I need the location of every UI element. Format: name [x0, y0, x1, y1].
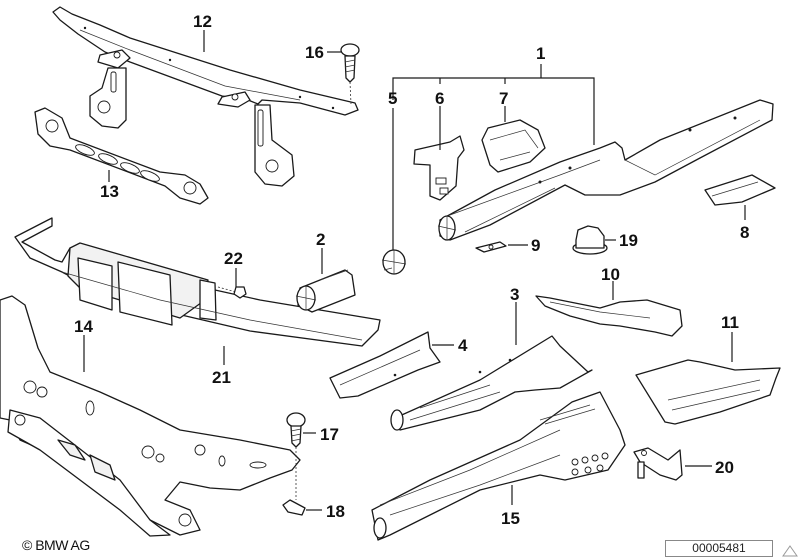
part-10-wheel-arch-reinforcement[interactable]: [535, 295, 683, 337]
part-19-rubber-buffer[interactable]: [572, 225, 608, 255]
copyright-notice: © BMW AG: [22, 537, 90, 553]
callout-22[interactable]: 22: [224, 249, 243, 268]
part-2-bumper-carrier-tube[interactable]: [295, 269, 356, 313]
part-12-upper-cross-member[interactable]: [52, 6, 359, 187]
part-21-grille-carrier[interactable]: [14, 217, 381, 347]
callout-12[interactable]: 12: [193, 12, 212, 31]
callout-20[interactable]: 20: [715, 458, 734, 477]
callout-9[interactable]: 9: [531, 236, 540, 255]
callout-15[interactable]: 15: [501, 509, 520, 528]
callout-5[interactable]: 5: [388, 89, 397, 108]
vent-slots: [539, 404, 596, 425]
part-15-side-member-right[interactable]: [371, 391, 626, 541]
leader-lines: [83, 30, 746, 511]
callout-8[interactable]: 8: [740, 223, 749, 242]
callout-18[interactable]: 18: [326, 502, 345, 521]
callout-2[interactable]: 2: [316, 230, 325, 249]
callout-4[interactable]: 4: [458, 336, 468, 355]
part-17-screw[interactable]: [286, 412, 306, 500]
part-6-bracket-plate[interactable]: [413, 135, 465, 201]
callout-21[interactable]: 21: [212, 368, 231, 387]
part-9-washer[interactable]: [475, 241, 507, 253]
part-1-side-member-assembly[interactable]: [437, 99, 774, 241]
callout-11[interactable]: 11: [721, 313, 739, 332]
part-5-bumper-mount-clip[interactable]: [381, 249, 407, 275]
warning-triangle-icon: [782, 545, 798, 557]
part-4-side-member-front-section[interactable]: [329, 331, 441, 399]
part-7-mount-bracket-box[interactable]: [481, 119, 546, 173]
callout-7[interactable]: 7: [499, 89, 508, 108]
callout-3[interactable]: 3: [510, 285, 519, 304]
part-20-holder-bracket[interactable]: [633, 447, 683, 481]
callout-17[interactable]: 17: [320, 425, 339, 444]
diagram-number: 00005481: [665, 540, 773, 557]
part-3-side-member-left[interactable]: [390, 335, 593, 431]
callout-13[interactable]: 13: [100, 182, 119, 201]
part-22-nut[interactable]: [217, 286, 247, 299]
callout-14[interactable]: 14: [74, 317, 93, 336]
callout-1[interactable]: 1: [536, 44, 545, 63]
part-8-end-plate[interactable]: [704, 174, 776, 206]
callout-19[interactable]: 19: [619, 231, 638, 250]
callout-6[interactable]: 6: [435, 89, 444, 108]
part-13-cross-brace[interactable]: [34, 107, 209, 205]
callout-labels: 12 16 13 1 5 6 7 8 9 19 2 22 10 11 3 4 2…: [74, 12, 749, 528]
part-11-side-panel-reinforcement[interactable]: [635, 359, 781, 425]
part-16-screw[interactable]: [340, 43, 360, 105]
callout-10[interactable]: 10: [601, 265, 620, 284]
part-18-clip-nut[interactable]: [282, 499, 306, 516]
part-14-front-panel-carrier[interactable]: [0, 295, 301, 537]
callout-16[interactable]: 16: [305, 43, 324, 62]
